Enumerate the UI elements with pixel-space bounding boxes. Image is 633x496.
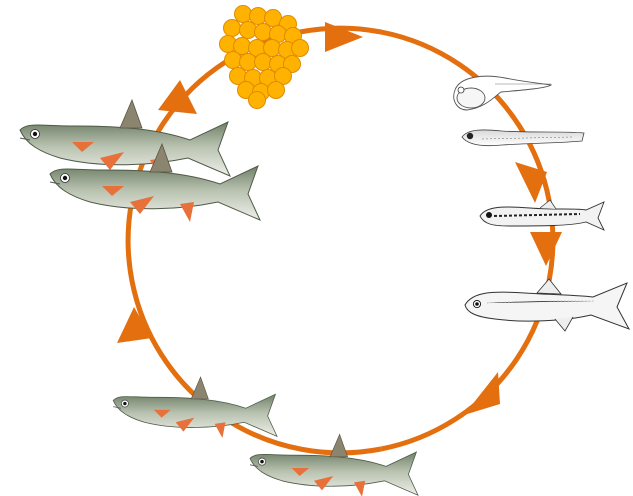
egg <box>235 6 252 23</box>
egg <box>224 20 241 37</box>
egg <box>240 54 257 71</box>
egg <box>268 82 285 99</box>
egg <box>225 52 242 69</box>
egg <box>240 22 257 39</box>
egg <box>255 24 272 41</box>
larva-drawing <box>462 130 584 146</box>
egg <box>265 10 282 27</box>
spawning-adult-fish-top <box>20 100 230 178</box>
arrow-4 <box>464 372 500 415</box>
egg <box>255 54 272 71</box>
arrow-3 <box>530 232 562 266</box>
egg <box>250 8 267 25</box>
egg <box>292 40 309 57</box>
late-larva-drawing <box>480 200 604 230</box>
egg <box>249 92 266 109</box>
young-adult-fish <box>113 377 277 438</box>
cycle-arc-right <box>300 28 553 449</box>
arrow-6 <box>158 80 197 114</box>
eggs-cluster <box>220 6 309 109</box>
juvenile-drawing <box>465 279 629 331</box>
